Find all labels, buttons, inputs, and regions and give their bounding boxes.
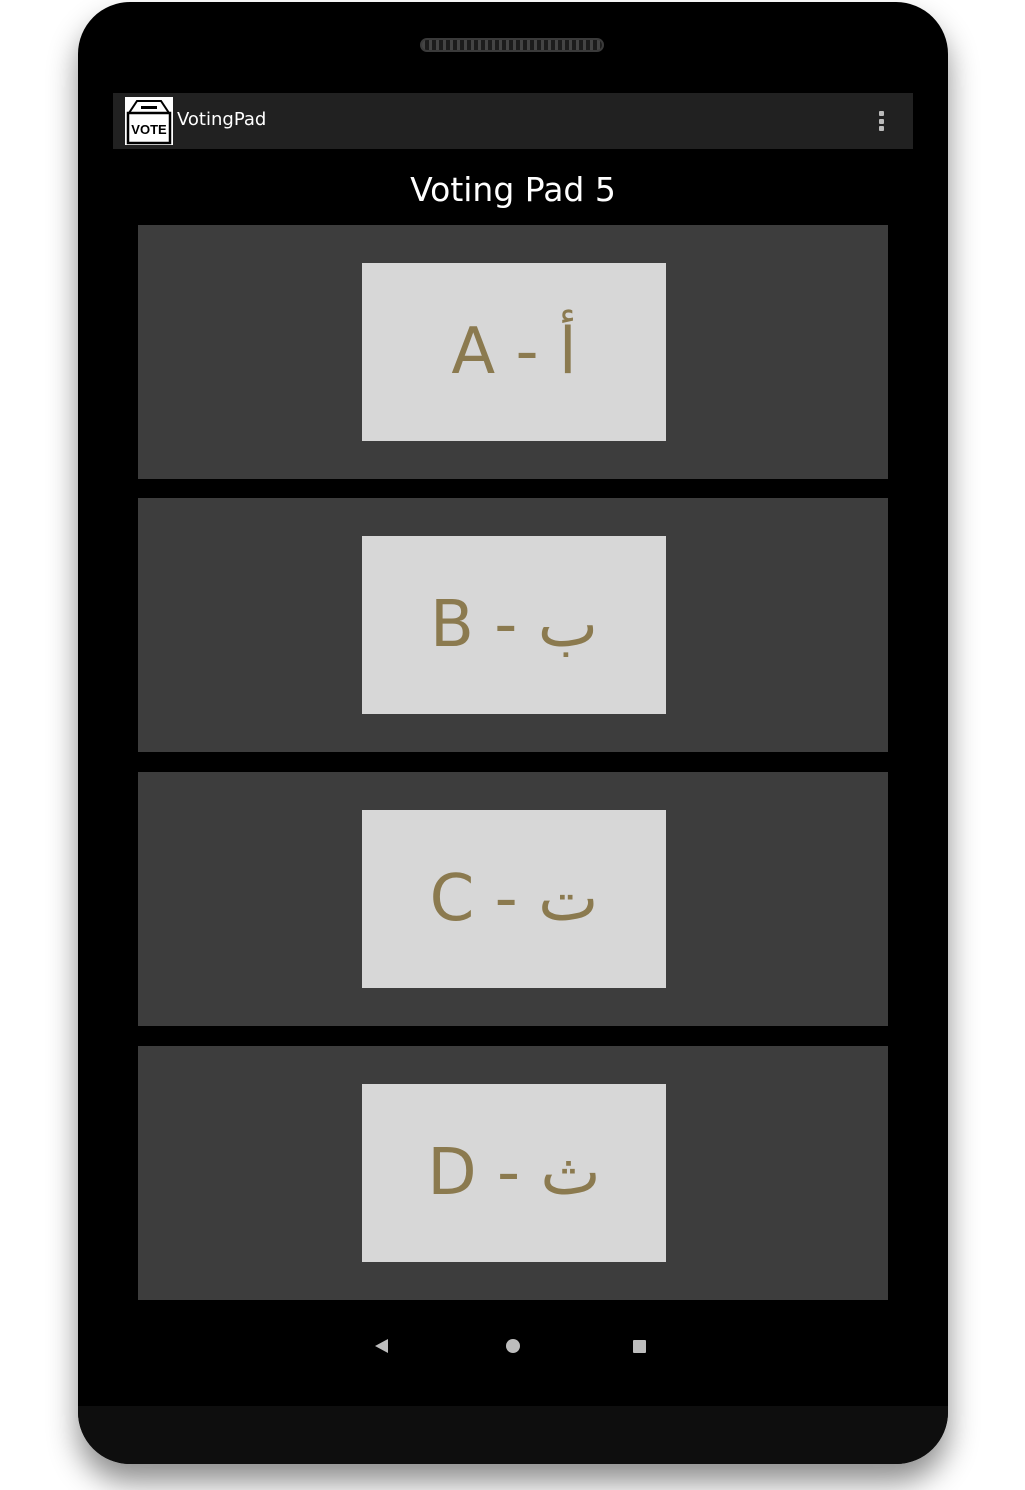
- device-bottom-bezel: [78, 1406, 948, 1464]
- vote-option-panel-c: C - ت: [138, 772, 888, 1026]
- overflow-menu-icon[interactable]: [869, 107, 893, 135]
- ballot-box-icon: VOTE: [125, 97, 173, 145]
- vote-button-a[interactable]: A - أ: [362, 263, 666, 441]
- device-screen: VOTE VotingPad Voting Pad 5 A - أ B - ب …: [113, 93, 913, 1393]
- recent-apps-icon[interactable]: [633, 1340, 646, 1353]
- vote-button-d[interactable]: D - ث: [362, 1084, 666, 1262]
- overflow-dot: [878, 111, 884, 116]
- vote-button-c[interactable]: C - ت: [362, 810, 666, 988]
- tablet-device-frame: VOTE VotingPad Voting Pad 5 A - أ B - ب …: [78, 2, 948, 1464]
- page-title: Voting Pad 5: [410, 170, 616, 209]
- overflow-dot: [878, 126, 884, 131]
- back-icon[interactable]: [375, 1339, 388, 1353]
- app-title: VotingPad: [177, 109, 267, 130]
- speaker-grille: [420, 38, 604, 52]
- ballot-box-label: VOTE: [131, 122, 167, 137]
- vote-option-panel-d: D - ث: [138, 1046, 888, 1300]
- vote-option-panel-b: B - ب: [138, 498, 888, 752]
- navigation-bar: [113, 1329, 913, 1369]
- vote-button-b[interactable]: B - ب: [362, 536, 666, 714]
- vote-option-panel-a: A - أ: [138, 225, 888, 479]
- action-bar: VOTE VotingPad: [113, 93, 913, 149]
- home-icon[interactable]: [506, 1339, 520, 1353]
- overflow-dot: [878, 118, 884, 124]
